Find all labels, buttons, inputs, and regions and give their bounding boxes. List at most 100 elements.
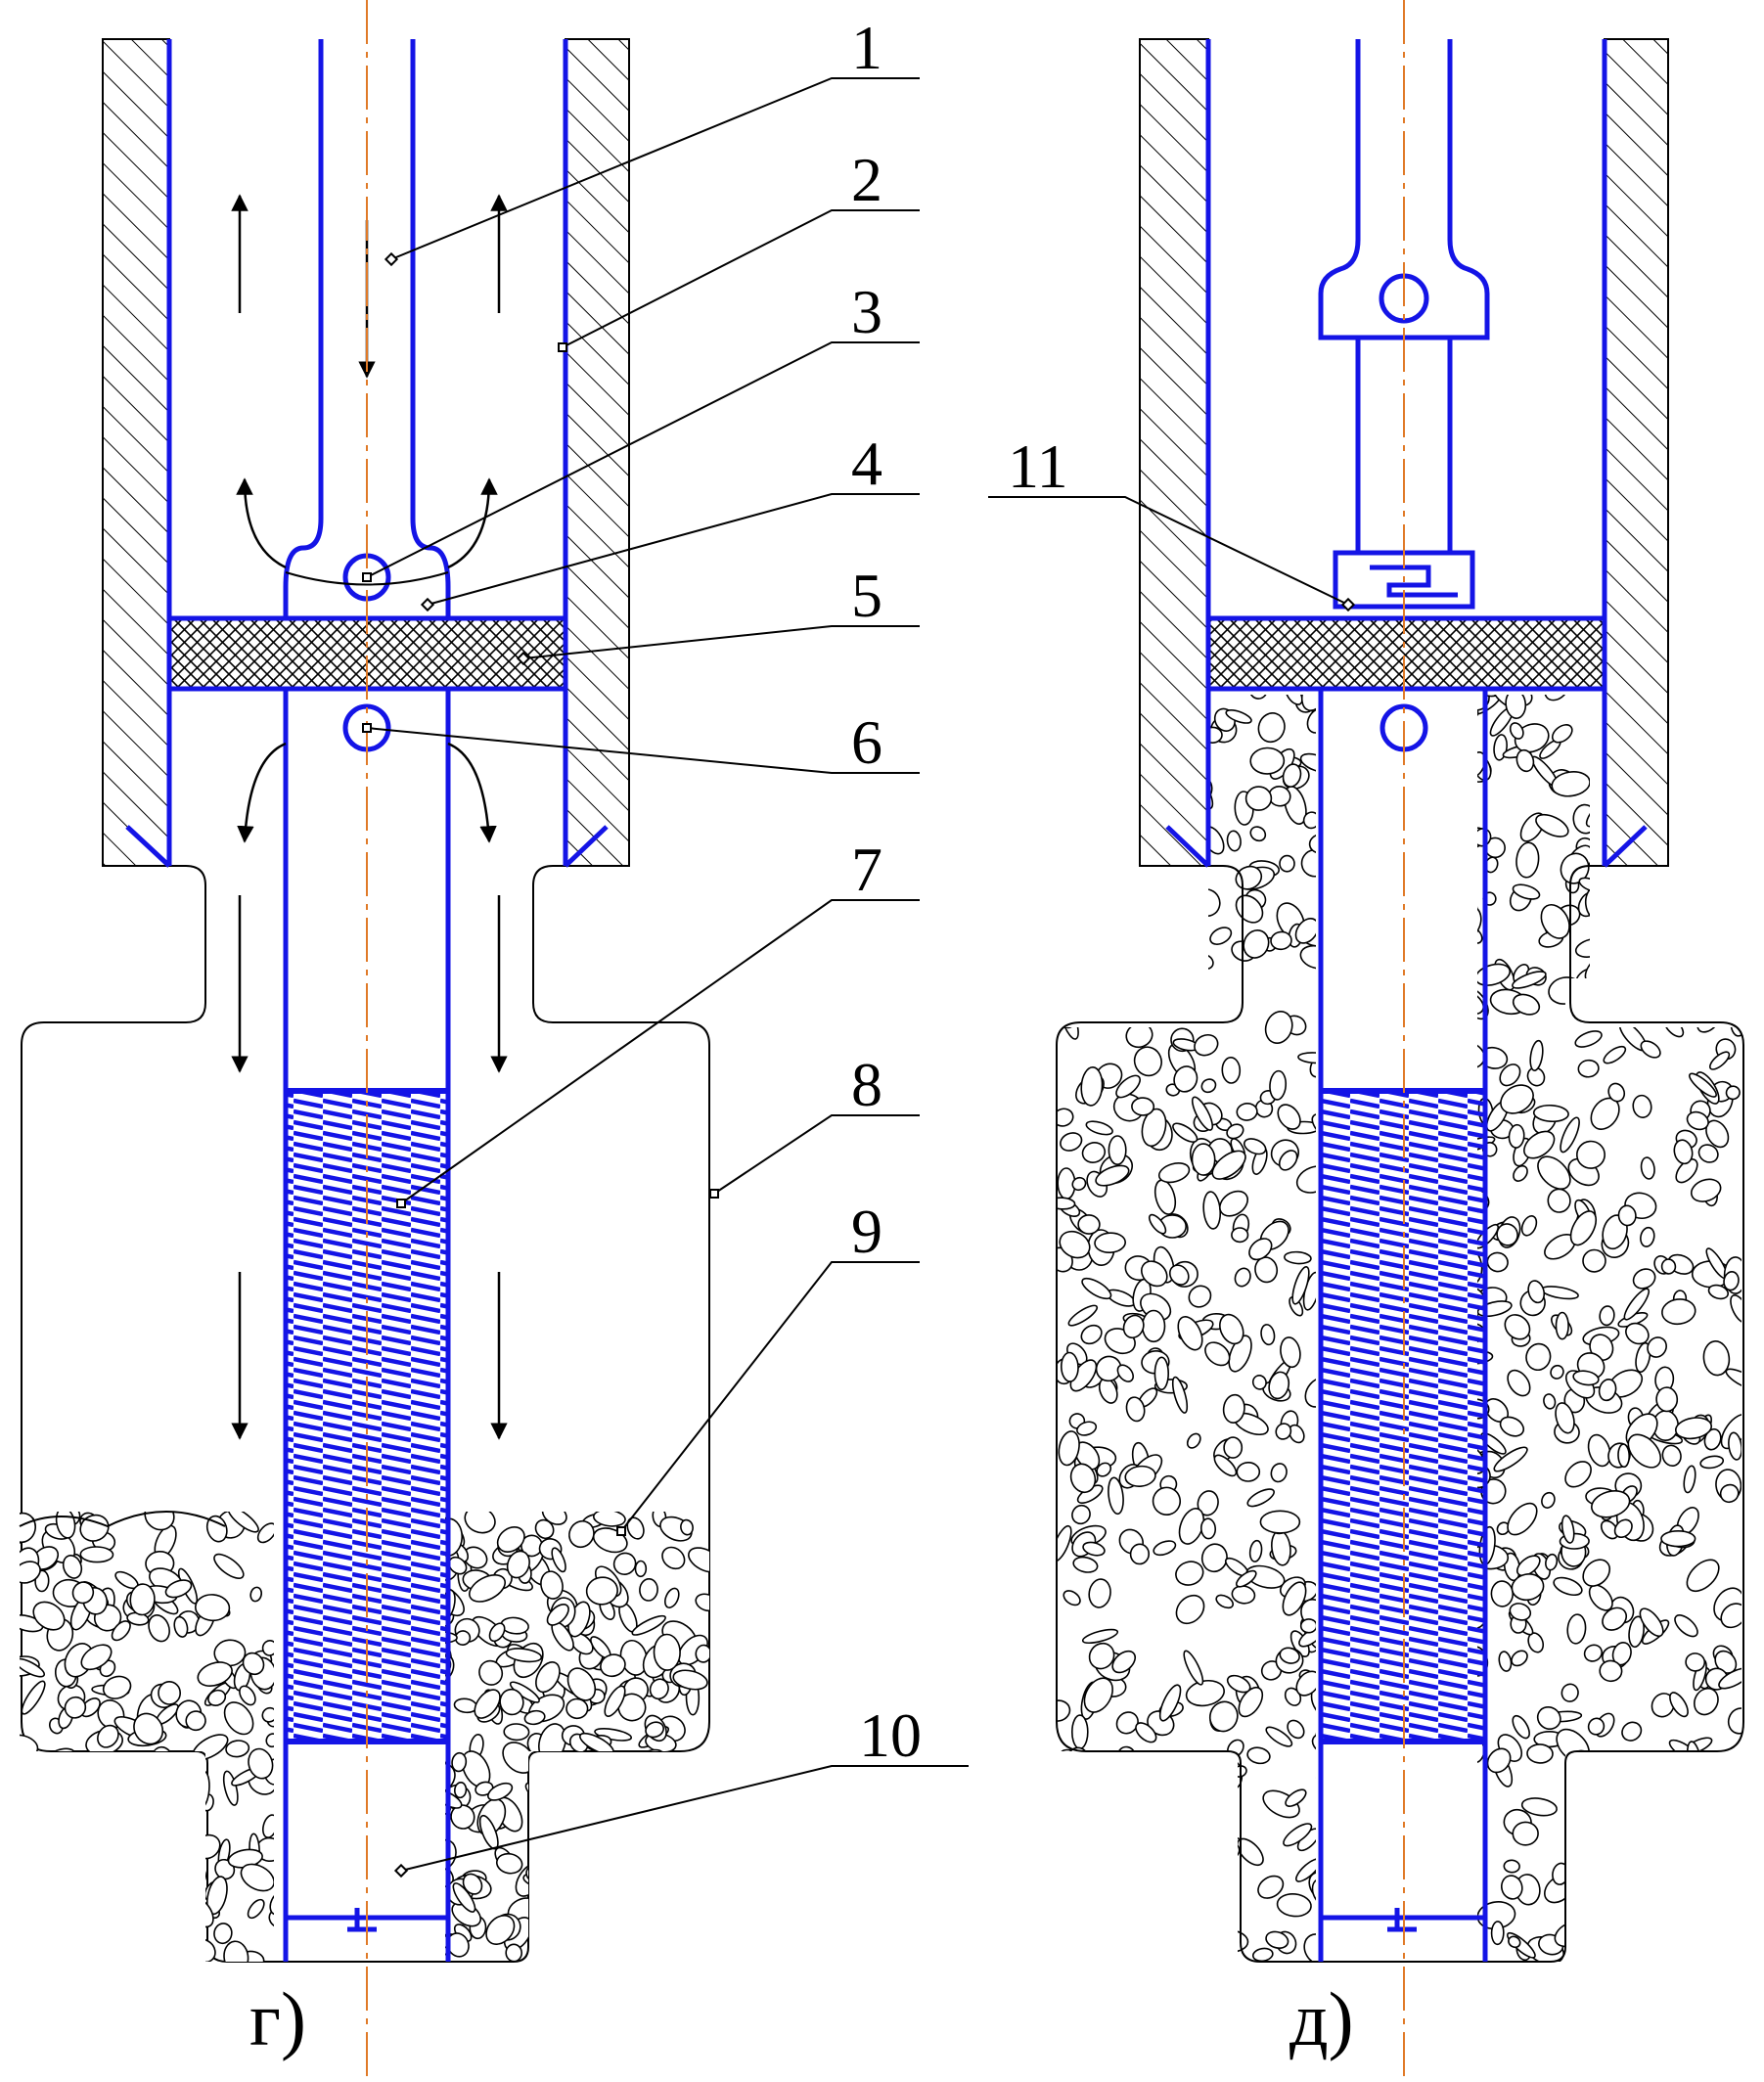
gravel-pebble xyxy=(529,1837,548,1866)
gravel-pebble xyxy=(192,1734,229,1761)
gravel-pebble xyxy=(1338,1890,1352,1908)
gravel-pebble xyxy=(1182,1888,1203,1923)
gravel-pebble xyxy=(1490,1580,1515,1607)
gravel-pebble xyxy=(315,1819,339,1840)
gravel-pebble xyxy=(564,1942,586,1961)
gravel-pebble xyxy=(1479,695,1503,698)
gravel-pebble xyxy=(25,1923,57,1947)
gravel-pebble xyxy=(1511,1650,1528,1667)
gravel-pebble xyxy=(1279,854,1295,873)
gravel-pebble xyxy=(1599,1305,1615,1327)
gravel-pebble xyxy=(1662,886,1687,908)
gravel-pebble xyxy=(1623,1288,1651,1321)
gravel-pebble xyxy=(1201,997,1229,1025)
gravel-pebble xyxy=(79,1546,114,1563)
gravel-pebble xyxy=(1418,1904,1442,1926)
gravel-pebble xyxy=(148,1614,170,1643)
gravel-pebble xyxy=(1583,985,1602,1008)
gravel-pebble xyxy=(1486,1747,1512,1774)
gravel-pebble xyxy=(495,1852,523,1875)
gravel-pebble xyxy=(594,1919,617,1946)
gravel-pebble xyxy=(1081,1142,1107,1163)
gravel-pebble xyxy=(1077,1214,1101,1235)
gravel-pebble xyxy=(1611,1790,1641,1825)
gravel-pebble xyxy=(1350,695,1376,713)
gravel-pebble xyxy=(1248,1238,1273,1261)
gravel-pebble xyxy=(1703,695,1721,723)
gravel-pebble xyxy=(102,1675,132,1699)
gravel-pebble xyxy=(1316,968,1333,985)
rock-wall-right-r xyxy=(1604,38,1669,867)
gravel-pebble xyxy=(1550,1364,1564,1380)
gravel-pebble xyxy=(1088,1578,1111,1608)
gravel-pebble xyxy=(1323,1806,1346,1831)
gravel-pebble xyxy=(1587,1433,1611,1468)
gravel-pebble xyxy=(661,1546,686,1570)
gravel-pebble xyxy=(645,1721,664,1739)
gravel-pebble xyxy=(1331,777,1352,804)
gravel-pebble xyxy=(1572,1370,1600,1386)
gravel-pebble xyxy=(1515,841,1540,879)
gravel-pebble xyxy=(1108,1135,1127,1166)
gravel-pebble xyxy=(1170,1867,1186,1886)
gravel-pebble xyxy=(123,1812,142,1835)
gravel-pebble xyxy=(1321,961,1346,987)
gravel-pebble xyxy=(1221,1057,1242,1084)
gravel-pebble xyxy=(32,1876,64,1904)
gravel-pebble xyxy=(107,1911,132,1929)
gravel-pebble xyxy=(1200,1543,1228,1573)
gravel-pebble xyxy=(695,1644,709,1663)
label-1: 1 xyxy=(851,13,882,82)
gravel-pebble xyxy=(1720,1603,1741,1629)
gravel-pebble xyxy=(1244,786,1273,811)
gravel-pebble xyxy=(1249,747,1286,775)
gravel-pebble xyxy=(1125,1022,1153,1049)
gravel-pebble xyxy=(50,1747,75,1761)
gravel-pebble xyxy=(1257,712,1286,744)
gravel-pebble xyxy=(580,1893,609,1924)
gravel-pebble xyxy=(1446,985,1471,1010)
gravel-pebble xyxy=(1683,885,1703,920)
gravel-pebble xyxy=(242,1652,265,1676)
gravel-pebble xyxy=(1555,1311,1569,1340)
gravel-pebble xyxy=(1200,1078,1217,1094)
rock-wall-left-r xyxy=(1139,38,1209,867)
gravel-pebble xyxy=(1344,750,1374,776)
gravel-pebble xyxy=(1103,706,1126,725)
gravel-pebble xyxy=(1060,1132,1083,1152)
gravel-pebble xyxy=(68,1809,81,1825)
gravel-pebble xyxy=(167,1929,202,1959)
gravel-pebble xyxy=(261,1814,279,1838)
gravel-pebble xyxy=(1111,759,1134,780)
gravel-pebble xyxy=(1543,1393,1557,1410)
gravel-pebble xyxy=(1226,830,1242,852)
gravel-pebble xyxy=(1512,1821,1539,1846)
gravel-pebble xyxy=(1576,1140,1606,1169)
gravel-pebble xyxy=(664,1587,680,1608)
gravel-pebble xyxy=(1089,695,1119,733)
gravel-pebble xyxy=(320,1769,349,1788)
gravel-pebble xyxy=(1548,976,1583,1005)
gravel-pebble xyxy=(535,1661,561,1694)
gravel-pebble xyxy=(1153,1179,1177,1215)
gravel-pebble xyxy=(592,1512,626,1527)
gravel-pebble xyxy=(20,1870,33,1890)
gravel-pebble xyxy=(1057,1524,1072,1562)
gravel-pebble xyxy=(1157,1162,1191,1184)
gravel-pebble xyxy=(505,1648,543,1663)
gravel-pebble xyxy=(1116,1745,1136,1765)
gravel-pebble xyxy=(1422,1889,1459,1916)
gravel-pebble xyxy=(95,1893,134,1920)
gravel-pebble xyxy=(197,1661,233,1688)
gravel-pebble xyxy=(601,1808,635,1832)
gravel-pebble xyxy=(505,1943,523,1962)
gravel-pebble xyxy=(1071,1714,1089,1750)
gravel-pebble xyxy=(376,1759,401,1790)
gravel-pebble xyxy=(1058,950,1080,976)
gravel-pebble xyxy=(1152,1486,1182,1516)
gravel-pebble xyxy=(1326,714,1346,735)
gravel-pebble xyxy=(1555,1402,1575,1434)
gravel-pebble xyxy=(1271,1529,1291,1566)
gravel-pebble xyxy=(1243,1138,1267,1155)
gravel-pebble xyxy=(563,1842,579,1867)
